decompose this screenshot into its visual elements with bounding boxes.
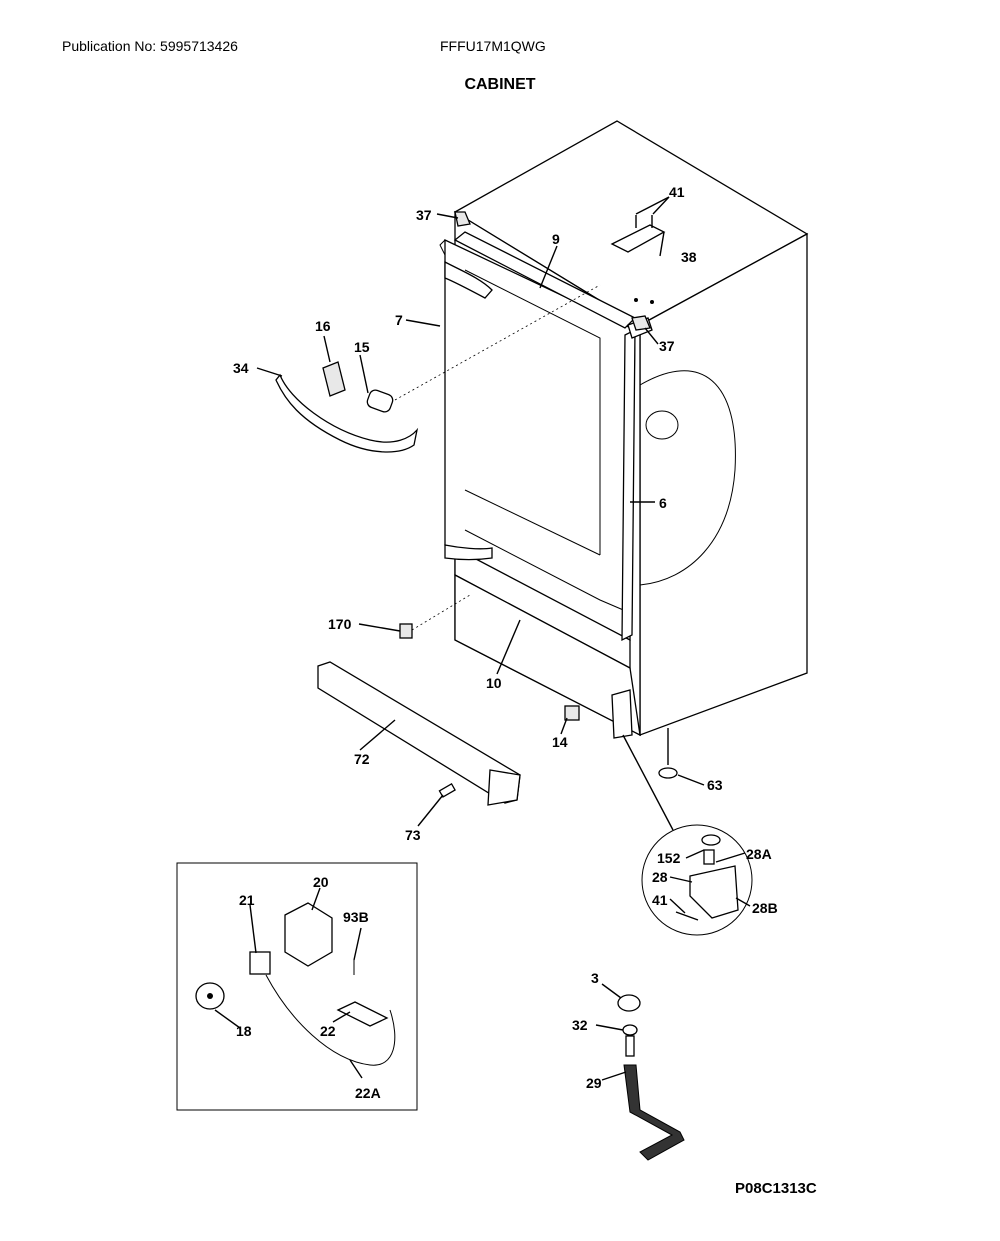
drawing-number: P08C1313C (735, 1180, 817, 1197)
cabinet-body (439, 120, 809, 779)
control-inset-parts (195, 902, 396, 1066)
callout-10: 10 (486, 675, 502, 691)
part-14 (564, 705, 580, 721)
callout-18: 18 (236, 1023, 252, 1039)
base-grille (317, 661, 521, 806)
part-73 (438, 783, 456, 798)
callout-3: 3 (591, 970, 599, 986)
callout-14: 14 (552, 734, 568, 750)
door-handle (275, 284, 601, 453)
callout-32: 32 (572, 1017, 588, 1033)
part-170 (399, 623, 413, 639)
control-inset-box (176, 862, 418, 1111)
callout-28B: 28B (752, 900, 778, 916)
publication-number: Publication No: 5995713426 (62, 38, 238, 54)
detail-leader (622, 734, 674, 831)
callout-22A: 22A (355, 1085, 381, 1101)
leader-lines (214, 196, 751, 1081)
callout-21: 21 (239, 892, 255, 908)
callout-63: 63 (707, 777, 723, 793)
drain-assembly (617, 994, 685, 1161)
diagram-title: CABINET (464, 76, 536, 93)
hinge-detail-circle (641, 824, 753, 936)
callout-170: 170 (328, 616, 352, 632)
callout-41: 41 (669, 184, 685, 200)
hinge-detail-parts (675, 834, 739, 921)
callout-29: 29 (586, 1075, 602, 1091)
callout-9: 9 (552, 231, 560, 247)
callout-22: 22 (320, 1023, 336, 1039)
callout-6: 6 (659, 495, 667, 511)
callout-20: 20 (313, 874, 329, 890)
callout-15: 15 (354, 339, 370, 355)
callout-73: 73 (405, 827, 421, 843)
model-number: FFFU17M1QWG (440, 38, 546, 54)
callout-7: 7 (395, 312, 403, 328)
callout-72: 72 (354, 751, 370, 767)
callout-152: 152 (657, 850, 681, 866)
callout-37b: 37 (659, 338, 675, 354)
callout-93B: 93B (343, 909, 369, 925)
callout-16: 16 (315, 318, 331, 334)
callout-41b: 41 (652, 892, 668, 908)
callout-38: 38 (681, 249, 697, 265)
callout-28: 28 (652, 869, 668, 885)
callout-34: 34 (233, 360, 249, 376)
callout-37a: 37 (416, 207, 432, 223)
callout-28A: 28A (746, 846, 772, 862)
